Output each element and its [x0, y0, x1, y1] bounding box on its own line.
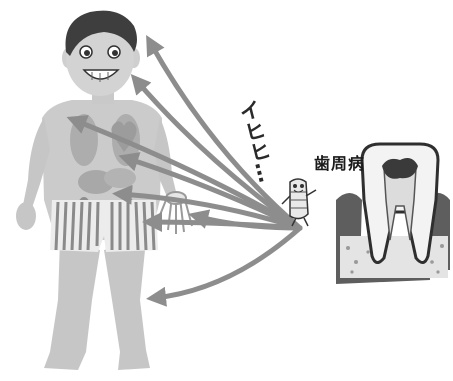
tooth-pulp [384, 168, 416, 240]
head [62, 11, 140, 96]
hand-left [16, 202, 36, 230]
leg-right [104, 240, 150, 370]
striped-shorts [50, 200, 158, 252]
leg-left [44, 240, 100, 370]
liver [104, 168, 136, 188]
periodontal-disease-label: 歯周病 [314, 150, 365, 174]
jaw-bone [340, 236, 448, 278]
arrow-to-legs [154, 228, 300, 298]
